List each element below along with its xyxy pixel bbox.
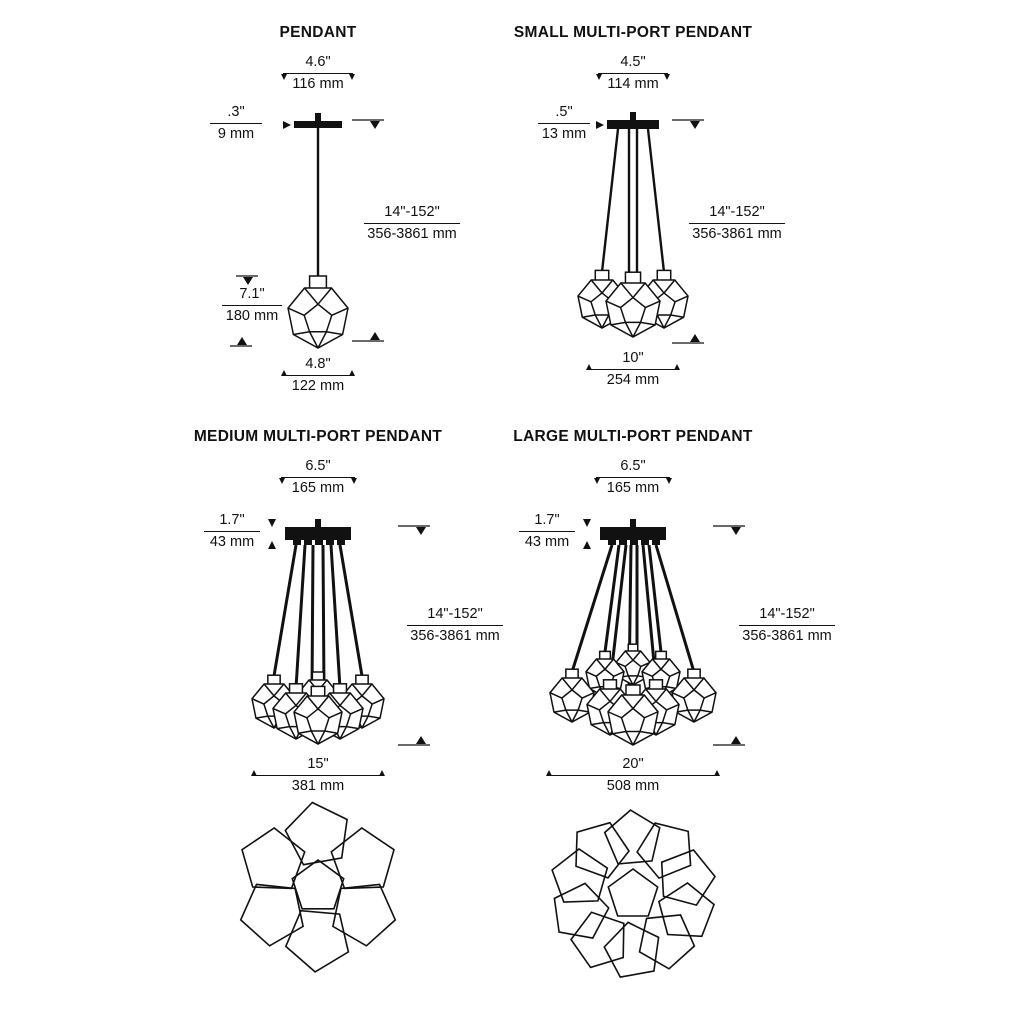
large-shade (607, 684, 659, 746)
large-multiport-drawing (549, 519, 745, 746)
dim-large-canopy-height: 1.7" 43 mm (519, 512, 575, 551)
medium-canopy-pin (315, 519, 321, 527)
small-shade (605, 271, 661, 338)
large-shade (671, 668, 717, 723)
dim-inches: .5" (538, 104, 590, 124)
small-canopy (607, 120, 659, 129)
dim-small-drop: 14"-152" 356-3861 mm (689, 204, 785, 243)
pendant-canopy-pin (315, 113, 321, 121)
large-dimension-marks (583, 519, 745, 746)
dim-inches: 14"-152" (364, 204, 460, 224)
dim-small-top-width: 4.5" 114 mm (596, 54, 670, 93)
dim-mm: 165 mm (606, 480, 660, 496)
medium-shade (293, 685, 343, 745)
dim-mm: 180 mm (225, 308, 279, 324)
dim-inches: 4.5" (596, 54, 670, 80)
dim-small-bottom-width: 10" 254 mm (586, 350, 680, 389)
large-shade (585, 650, 625, 698)
pendant-dimension-marks (230, 119, 384, 347)
dim-mm: 165 mm (291, 480, 345, 496)
dim-inches: 20" (546, 756, 720, 776)
dim-inches: 15" (251, 756, 385, 776)
dim-mm: 122 mm (291, 378, 345, 394)
pendant-canopy (294, 121, 342, 128)
dim-medium-bottom-width: 15" 381 mm (251, 756, 385, 795)
dim-mm: 254 mm (606, 372, 660, 388)
dim-small-canopy-height: .5" 13 mm (538, 104, 590, 143)
dim-inches: 14"-152" (407, 606, 503, 626)
dim-large-drop: 14"-152" 356-3861 mm (739, 606, 835, 645)
figure-title-medium-multiport: MEDIUM MULTI-PORT PENDANT (193, 428, 443, 445)
dim-mm: 356-3861 mm (692, 226, 782, 242)
small-canopy-pin (630, 112, 636, 120)
dim-mm: 43 mm (524, 534, 570, 550)
dim-inches: 10" (586, 350, 680, 370)
medium-cords (272, 544, 364, 693)
medium-canopy-ports (293, 540, 345, 545)
dim-mm: 381 mm (291, 778, 345, 794)
medium-dimension-marks (268, 519, 430, 746)
dim-inches: 1.7" (519, 512, 575, 532)
dim-inches: 7.1" (222, 286, 282, 306)
dim-pendant-canopy-height: .3" 9 mm (210, 104, 262, 143)
medium-multiport-drawing (251, 519, 430, 746)
dim-pendant-drop: 14"-152" 356-3861 mm (364, 204, 460, 243)
dim-inches: 6.5" (279, 458, 357, 484)
dim-inches: 6.5" (594, 458, 672, 484)
dim-mm: 13 mm (541, 126, 587, 142)
dim-mm: 9 mm (217, 126, 255, 142)
figure-title-large-multiport: LARGE MULTI-PORT PENDANT (513, 428, 753, 445)
dim-mm: 356-3861 mm (367, 226, 457, 242)
pendant-drawing (230, 113, 384, 349)
figure-title-small-multiport: SMALL MULTI-PORT PENDANT (513, 24, 753, 41)
dim-medium-drop: 14"-152" 356-3861 mm (407, 606, 503, 645)
figure-title-pendant: PENDANT (279, 24, 357, 41)
dim-medium-canopy-height: 1.7" 43 mm (204, 512, 260, 551)
dim-pendant-top-width: 4.6" 116 mm (281, 54, 355, 93)
large-bottom-view (551, 809, 716, 978)
dim-pendant-bottom-width: 4.8" 122 mm (281, 356, 355, 395)
medium-bottom-view (239, 801, 397, 973)
large-canopy (600, 527, 666, 540)
dim-inches: 1.7" (204, 512, 260, 532)
small-multiport-drawing (577, 112, 704, 344)
dim-inches: 14"-152" (689, 204, 785, 224)
dim-mm: 356-3861 mm (410, 628, 500, 644)
dim-mm: 43 mm (209, 534, 255, 550)
dim-mm: 508 mm (606, 778, 660, 794)
dim-inches: 14"-152" (739, 606, 835, 626)
small-cords (600, 128, 666, 274)
dim-large-top-width: 6.5" 165 mm (594, 458, 672, 497)
dim-mm: 116 mm (292, 76, 344, 92)
dim-inches: 4.8" (281, 356, 355, 376)
dim-inches: .3" (210, 104, 262, 124)
medium-canopy (285, 527, 351, 540)
pendant-shade (287, 275, 349, 349)
dim-medium-top-width: 6.5" 165 mm (279, 458, 357, 497)
large-canopy-pin (630, 519, 636, 527)
dim-pendant-fixture-height: 7.1" 180 mm (222, 286, 282, 325)
large-canopy-ports (608, 540, 660, 545)
dim-large-bottom-width: 20" 508 mm (546, 756, 720, 795)
small-dimension-marks (596, 119, 704, 344)
dim-mm: 356-3861 mm (742, 628, 832, 644)
dim-mm: 114 mm (607, 76, 659, 92)
dim-inches: 4.6" (281, 54, 355, 80)
